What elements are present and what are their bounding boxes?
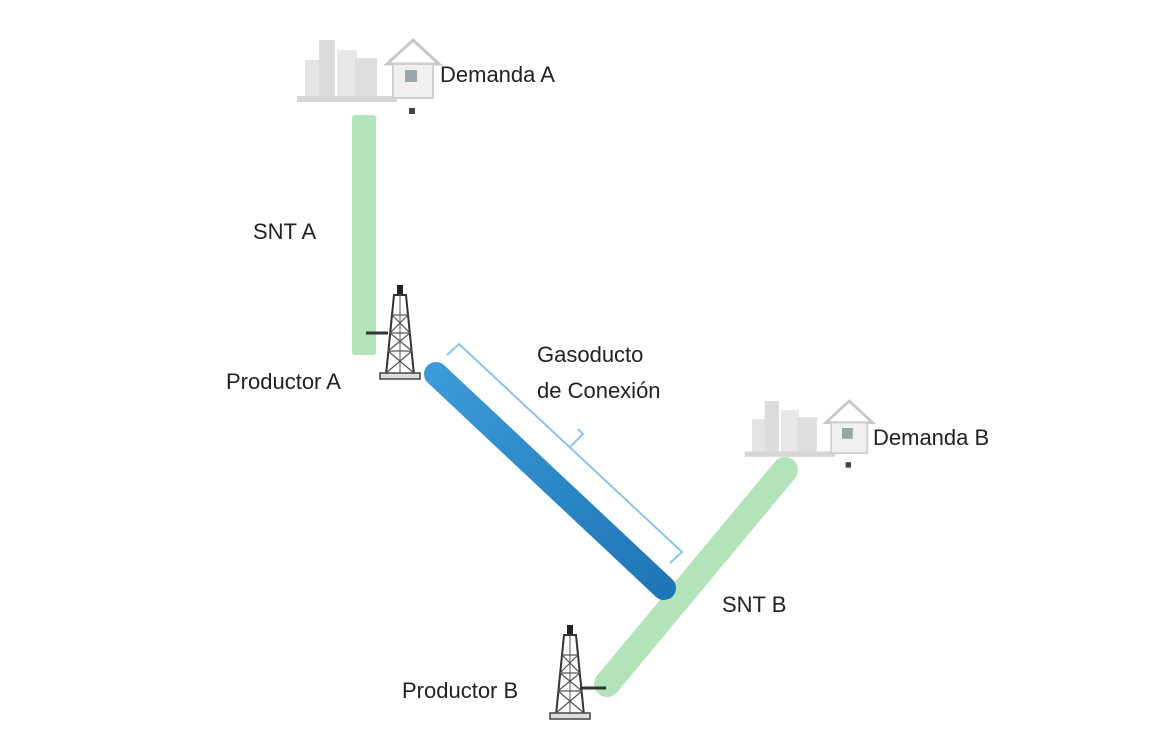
oil-derrick-icon-producer-b — [549, 624, 591, 720]
label-snt-b: SNT B — [722, 592, 787, 617]
label-connection-line2: de Conexión — [537, 378, 661, 403]
label-snt-a: SNT A — [253, 219, 317, 244]
label-demand-b: Demanda B — [873, 425, 990, 450]
label-connection-line1: Gasoducto — [537, 342, 644, 367]
city-icon-demand-b — [743, 399, 874, 469]
city-icon-demand-a — [295, 38, 441, 116]
snt-a-pipeline — [352, 115, 376, 355]
label-producer-a: Productor A — [226, 369, 341, 394]
label-producer-b: Productor B — [402, 678, 519, 703]
connection-pipeline — [424, 362, 676, 600]
connection-bracket — [446, 342, 684, 564]
snt-b-pipeline — [594, 457, 798, 697]
label-demand-a: Demanda A — [440, 62, 555, 87]
